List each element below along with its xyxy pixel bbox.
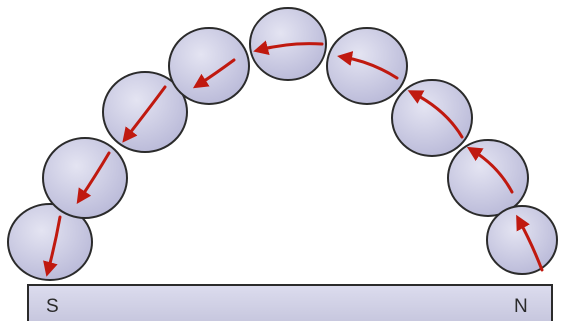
- compass-7: [392, 80, 472, 156]
- compass-body: [448, 140, 528, 216]
- compass-body: [169, 28, 249, 104]
- compass-4: [169, 28, 249, 104]
- compass-9: [487, 206, 557, 274]
- bar-magnet-body: [28, 285, 552, 321]
- compass-body: [327, 28, 407, 104]
- compass-body: [487, 206, 557, 274]
- south-pole-label: S: [46, 296, 59, 317]
- compass-6: [327, 28, 407, 104]
- compass-needles-group: [8, 8, 557, 280]
- compass-body: [43, 138, 127, 218]
- compass-2: [43, 138, 127, 218]
- compass-5: [250, 8, 326, 80]
- bar-magnet: S N: [28, 285, 552, 321]
- compass-body: [392, 80, 472, 156]
- north-pole-label: N: [514, 296, 528, 317]
- compass-8: [448, 140, 528, 216]
